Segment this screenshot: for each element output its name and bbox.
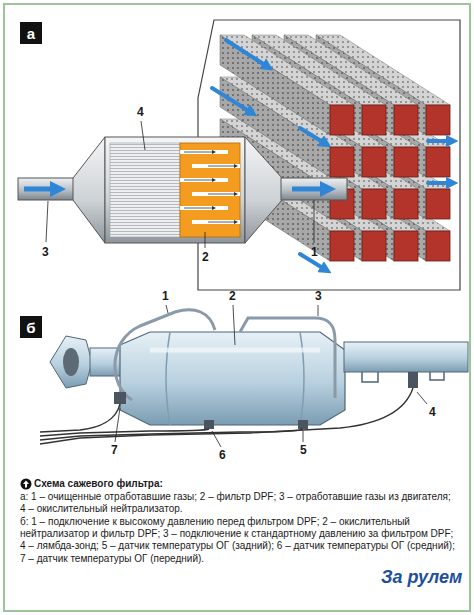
leader-line — [318, 305, 319, 316]
frame — [4, 4, 470, 611]
inlet-pipe — [90, 348, 124, 376]
icon-arrow — [23, 481, 29, 488]
dpf-channel — [180, 178, 228, 182]
icon-circle — [21, 479, 32, 490]
canister-body — [120, 332, 345, 425]
flow-arrow — [184, 208, 214, 209]
inlet-pipe — [18, 178, 74, 200]
dpf-assembly — [40, 310, 468, 444]
flow-arrow — [208, 166, 236, 167]
callout-number: 5 — [300, 444, 307, 456]
dpf-flow — [184, 152, 236, 222]
flow-arrow — [184, 180, 214, 181]
pipe-hanger — [430, 372, 444, 380]
leader-line — [115, 408, 120, 442]
flow-arrow — [300, 128, 326, 144]
flow-arrow — [24, 187, 58, 192]
leader-line — [314, 200, 315, 243]
pressure-tube — [115, 310, 215, 400]
flow-arrow — [428, 181, 452, 185]
panel-letter-box: б — [20, 316, 42, 338]
temperature-sensor — [204, 420, 214, 429]
callout-number: 6 — [219, 449, 226, 461]
panel-letter: а — [27, 26, 35, 41]
leader-line — [166, 305, 168, 313]
leader-line — [417, 392, 427, 404]
flow-arrow — [428, 139, 452, 143]
highlight — [150, 348, 320, 353]
flange — [50, 336, 92, 388]
callout-number: 1 — [311, 246, 318, 258]
dpf-channel — [192, 164, 240, 168]
filter-canister — [18, 137, 347, 243]
leader-lines — [46, 121, 314, 248]
dpf-channel — [180, 150, 228, 154]
caption-text: а: 1 – очищенные отработавшие газы; 2 – … — [20, 491, 458, 515]
flow-arrow — [208, 222, 236, 223]
leader-line — [303, 431, 304, 442]
caption-heading: Схема сажевого фильтра: — [34, 478, 163, 490]
filter-channel — [220, 35, 354, 135]
flow-arrow — [184, 152, 214, 153]
gas-flow-arrows — [212, 40, 452, 270]
watermark: За рулем — [381, 568, 462, 586]
panel-letter-box: а — [20, 22, 42, 44]
leader-line — [205, 232, 206, 248]
callout-number: 3 — [42, 246, 49, 258]
flow-arrow — [212, 88, 252, 113]
callout-number: 3 — [315, 290, 322, 302]
pressure-tube — [240, 318, 335, 398]
leader-line — [46, 201, 48, 242]
callout-number: 2 — [229, 290, 236, 302]
dpf-channels — [180, 152, 240, 222]
outlet-cone — [245, 137, 282, 243]
dpf-channel — [192, 220, 240, 224]
lambda-sensor — [408, 372, 418, 388]
sensor-wires — [40, 388, 413, 444]
flow-arrow — [226, 40, 268, 67]
dpf-filter — [180, 143, 240, 237]
callout-number: 1 — [162, 290, 169, 302]
flow-arrow — [208, 194, 236, 195]
dpf-channel — [192, 192, 240, 196]
leader-lines — [115, 305, 427, 447]
inlet-cone — [73, 137, 105, 243]
body-band — [300, 332, 304, 425]
caption-text: б: 1 – подключение к высокому давлению п… — [20, 516, 458, 565]
pipe-hanger — [362, 372, 378, 382]
honeycomb — [220, 35, 450, 261]
body-band — [166, 332, 170, 425]
leader-line — [212, 431, 221, 447]
panel-letter: б — [26, 320, 35, 335]
caption-icon — [21, 479, 32, 490]
callout-number: 2 — [202, 251, 209, 263]
callout-number: 7 — [111, 444, 118, 456]
callout-number: 4 — [137, 106, 144, 118]
wire — [40, 388, 413, 444]
outlet-pipe — [281, 178, 347, 200]
leader-line — [141, 121, 145, 150]
outlet-pipe — [344, 342, 468, 372]
callout-number: 4 — [429, 406, 436, 418]
temperature-sensor — [298, 420, 308, 429]
flange-opening — [63, 348, 79, 376]
dpf-channel — [180, 206, 228, 210]
leader-line — [233, 305, 235, 345]
oxidation-catalyst — [110, 143, 180, 237]
flow-arrow — [292, 187, 328, 192]
canister-body — [105, 137, 245, 243]
temperature-sensor — [114, 392, 126, 404]
wire — [40, 404, 120, 432]
